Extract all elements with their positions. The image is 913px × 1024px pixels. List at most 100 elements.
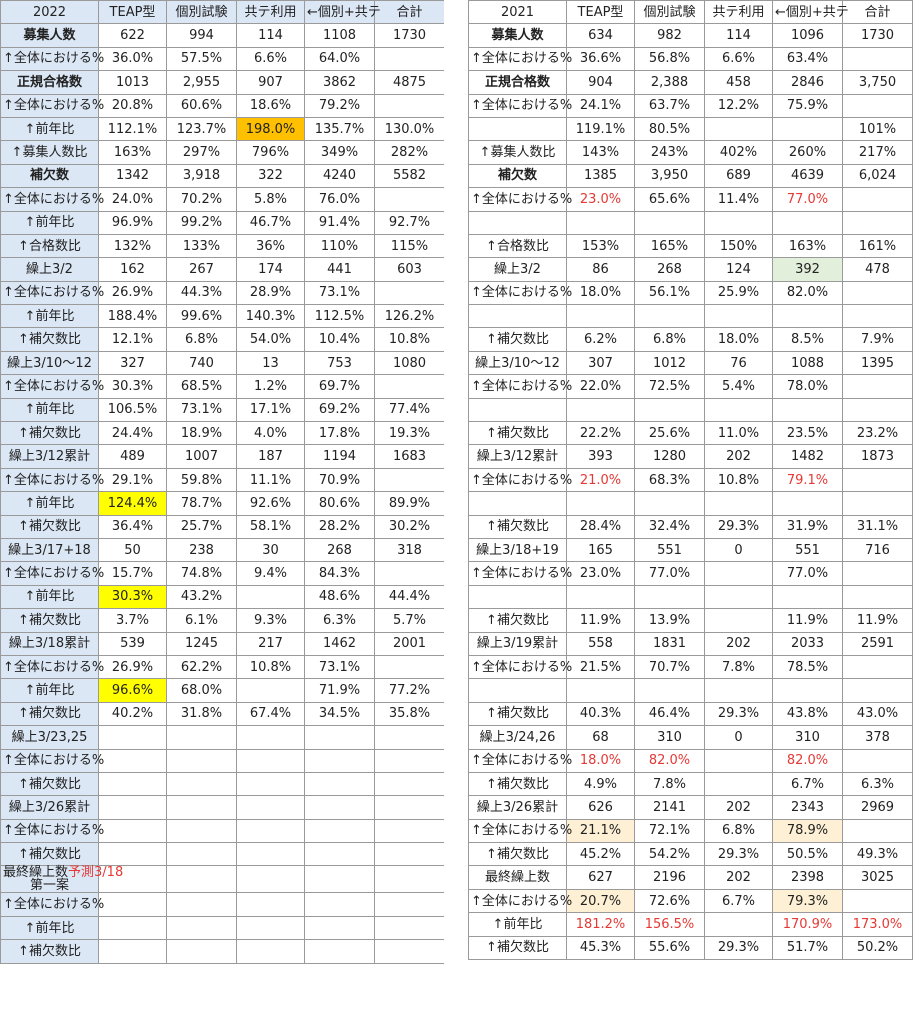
row-label[interactable]: 繰上3/12累計: [0, 444, 99, 469]
data-cell[interactable]: 70.9%: [304, 467, 375, 493]
data-cell[interactable]: 74.8%: [166, 561, 237, 586]
row-label[interactable]: 正規合格数: [0, 70, 99, 95]
data-cell[interactable]: 43.8%: [772, 701, 843, 727]
data-cell[interactable]: [842, 93, 913, 118]
data-cell[interactable]: 143%: [566, 140, 635, 165]
data-cell[interactable]: 6.7%: [772, 771, 843, 797]
data-cell[interactable]: [236, 892, 305, 917]
row-label[interactable]: ↑補欠数比: [468, 421, 567, 446]
data-cell[interactable]: [704, 748, 773, 773]
data-cell[interactable]: 71.9%: [304, 678, 375, 703]
data-cell[interactable]: [166, 939, 237, 964]
data-cell[interactable]: [236, 915, 305, 941]
data-cell[interactable]: 62.2%: [166, 654, 237, 680]
data-cell[interactable]: 7.8%: [634, 771, 705, 797]
data-cell[interactable]: 307: [566, 350, 635, 376]
row-label[interactable]: ↑全体における%: [468, 46, 572, 72]
row-label[interactable]: ↑全体における%: [468, 93, 572, 118]
data-cell[interactable]: 84.3%: [304, 561, 375, 586]
data-cell[interactable]: [374, 561, 445, 586]
data-cell[interactable]: 6.8%: [704, 818, 773, 844]
row-label[interactable]: ↑補欠数比: [468, 935, 567, 961]
data-cell[interactable]: [634, 210, 705, 235]
data-cell[interactable]: 392: [772, 257, 843, 282]
row-label[interactable]: ↑全体における%: [0, 467, 104, 493]
row-label[interactable]: 繰上3/24,26: [468, 725, 567, 750]
data-cell[interactable]: [304, 818, 375, 844]
data-cell[interactable]: 77.4%: [374, 397, 445, 423]
row-label[interactable]: ↑補欠数比: [468, 608, 567, 633]
row-label[interactable]: 最終繰上数: [468, 865, 567, 890]
data-cell[interactable]: 1385: [566, 163, 635, 189]
row-label[interactable]: 正規合格数: [468, 70, 567, 95]
data-cell[interactable]: 2196: [634, 865, 705, 890]
data-cell[interactable]: 78.0%: [772, 374, 843, 399]
data-cell[interactable]: 45.2%: [566, 842, 635, 867]
row-label[interactable]: ↑前年比: [0, 915, 99, 941]
row-label[interactable]: ↑全体における%: [468, 654, 572, 680]
data-cell[interactable]: [98, 795, 167, 820]
row-label[interactable]: 繰上3/12累計: [468, 444, 567, 469]
data-cell[interactable]: 25.7%: [166, 514, 237, 539]
data-cell[interactable]: [374, 865, 445, 894]
data-cell[interactable]: [374, 467, 445, 493]
data-cell[interactable]: 7.8%: [704, 654, 773, 680]
data-cell[interactable]: 76.0%: [304, 187, 375, 212]
data-cell[interactable]: 1013: [98, 70, 167, 95]
data-cell[interactable]: 156.5%: [634, 912, 705, 937]
data-cell[interactable]: [98, 748, 167, 773]
data-cell[interactable]: 12.2%: [704, 93, 773, 118]
data-cell[interactable]: [166, 842, 237, 867]
row-label[interactable]: ↑補欠数比: [0, 327, 99, 352]
data-cell[interactable]: [98, 771, 167, 797]
data-cell[interactable]: [166, 748, 237, 773]
data-cell[interactable]: 11.4%: [704, 187, 773, 212]
data-cell[interactable]: 31.1%: [842, 514, 913, 539]
data-cell[interactable]: [634, 491, 705, 516]
data-cell[interactable]: 6.3%: [842, 771, 913, 797]
data-cell[interactable]: [304, 748, 375, 773]
data-cell[interactable]: 50.2%: [842, 935, 913, 961]
data-cell[interactable]: 310: [634, 725, 705, 750]
data-cell[interactable]: 9.3%: [236, 608, 305, 633]
data-cell[interactable]: 4639: [772, 163, 843, 189]
data-cell[interactable]: [304, 795, 375, 820]
data-cell[interactable]: [842, 491, 913, 516]
data-cell[interactable]: 76: [704, 350, 773, 376]
data-cell[interactable]: 82.0%: [772, 748, 843, 773]
data-cell[interactable]: 10.8%: [704, 467, 773, 493]
data-cell[interactable]: 24.4%: [98, 421, 167, 446]
data-cell[interactable]: 63.4%: [772, 46, 843, 72]
data-cell[interactable]: [704, 116, 773, 142]
data-cell[interactable]: 78.9%: [772, 818, 843, 844]
data-cell[interactable]: 161%: [842, 233, 913, 259]
data-cell[interactable]: 3.7%: [98, 608, 167, 633]
data-cell[interactable]: 2969: [842, 795, 913, 820]
data-cell[interactable]: [304, 939, 375, 964]
data-cell[interactable]: 1873: [842, 444, 913, 469]
column-header[interactable]: 合計: [842, 0, 913, 25]
data-cell[interactable]: 60.6%: [166, 93, 237, 118]
data-cell[interactable]: 1108: [304, 23, 375, 48]
data-cell[interactable]: 110%: [304, 233, 375, 259]
data-cell[interactable]: 92.6%: [236, 491, 305, 516]
column-header[interactable]: TEAP型: [98, 0, 167, 25]
data-cell[interactable]: [374, 654, 445, 680]
data-cell[interactable]: [704, 608, 773, 633]
data-cell[interactable]: 18.6%: [236, 93, 305, 118]
data-cell[interactable]: [842, 748, 913, 773]
data-cell[interactable]: 1280: [634, 444, 705, 469]
column-header[interactable]: 個別試験: [166, 0, 237, 25]
data-cell[interactable]: 29.1%: [98, 467, 167, 493]
row-label[interactable]: ↑補欠数比: [468, 514, 567, 539]
data-cell[interactable]: 904: [566, 70, 635, 95]
data-cell[interactable]: 5.8%: [236, 187, 305, 212]
data-cell[interactable]: [842, 397, 913, 423]
data-cell[interactable]: 124: [704, 257, 773, 282]
data-cell[interactable]: 58.1%: [236, 514, 305, 539]
row-label[interactable]: 繰上3/2: [468, 257, 567, 282]
row-label[interactable]: ↑全体における%: [468, 748, 572, 773]
data-cell[interactable]: 18.0%: [566, 280, 635, 306]
row-label[interactable]: 繰上3/26累計: [468, 795, 567, 820]
data-cell[interactable]: 82.0%: [772, 280, 843, 306]
